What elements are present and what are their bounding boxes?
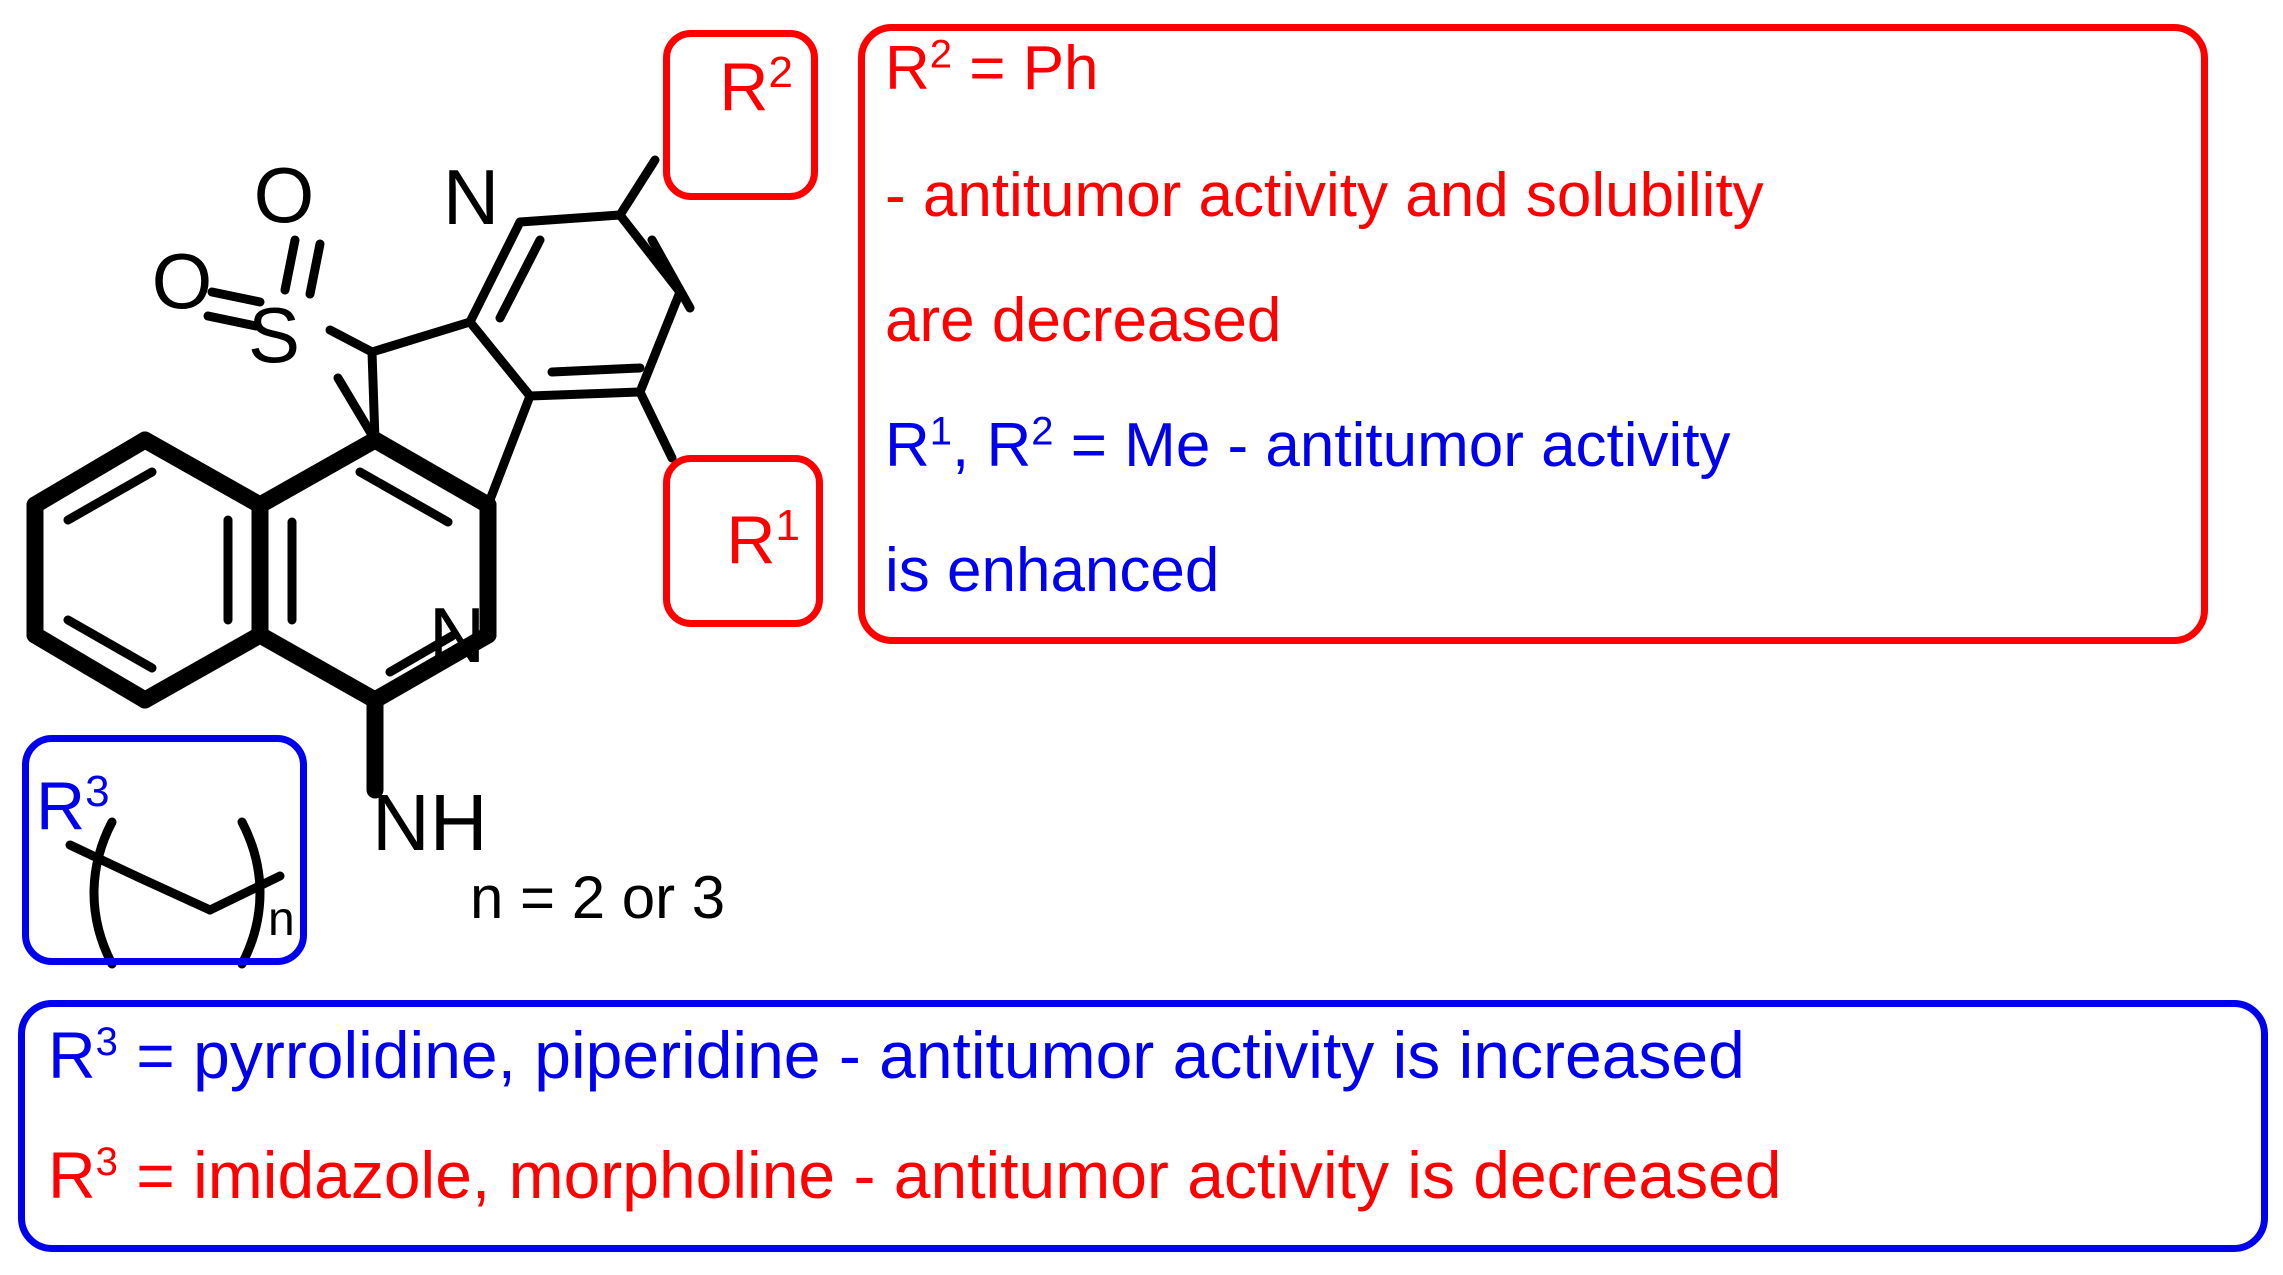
chain-parenthesis: [89, 817, 265, 969]
bottom-box-line-1: R3 = pyrrolidine, piperidine - antitumor…: [48, 1018, 1745, 1092]
top-box-line-3: are decreased: [885, 286, 1282, 355]
chip-r1-box[interactable]: R1: [663, 455, 823, 627]
bottom-callout-box[interactable]: [18, 1000, 2268, 1252]
bond-to-r2: [615, 155, 660, 220]
top-box-line-4: R1, R2 = Me - antitumor activity: [885, 409, 1731, 480]
bond-s-c2: [333, 373, 380, 445]
sulfonyl-double-bond-left: [203, 287, 265, 331]
atom-label-n-isoquinoline: N: [429, 591, 485, 679]
pyridine-inner-bond: [495, 235, 695, 377]
bond-s-c: [325, 325, 377, 357]
sulfonyl-double-bond-top: [280, 235, 325, 299]
top-callout-box[interactable]: [858, 24, 2208, 644]
bottom-box-line-2: R3 = imidazole, morpholine - antitumor a…: [48, 1138, 1782, 1212]
chip-r3-box[interactable]: [22, 735, 307, 965]
isoquinoline-ring-bond: [251, 431, 497, 709]
chip-r3-label: R3: [36, 767, 110, 845]
chip-r1-label: R1: [726, 501, 800, 579]
chip-r2-box[interactable]: R2: [663, 30, 818, 200]
top-box-line-5: is enhanced: [885, 536, 1220, 605]
chain-length-note: n = 2 or 3: [470, 864, 726, 931]
alkyl-chain-bond: [65, 840, 285, 915]
isoquinoline-inner-bond: [287, 467, 457, 677]
thiophene-ring-bond: [367, 317, 535, 510]
atom-label-n-pyridine: N: [443, 153, 499, 241]
top-box-line-2: - antitumor activity and solubility: [885, 161, 1764, 230]
chip-r3-label-wrap: R3: [36, 770, 156, 860]
atom-label-o-top: O: [254, 151, 315, 239]
benzene-ring-bond: [26, 431, 269, 709]
benzene-inner-bond: [63, 467, 233, 673]
atom-label-o-left: O: [152, 237, 213, 325]
bond-to-r1: [635, 387, 677, 463]
chip-r2-label: R2: [719, 48, 793, 126]
atom-label-nh: NH: [372, 778, 488, 867]
top-box-line-1: R2 = Ph: [885, 32, 1099, 103]
atom-label-s: S: [248, 291, 300, 379]
